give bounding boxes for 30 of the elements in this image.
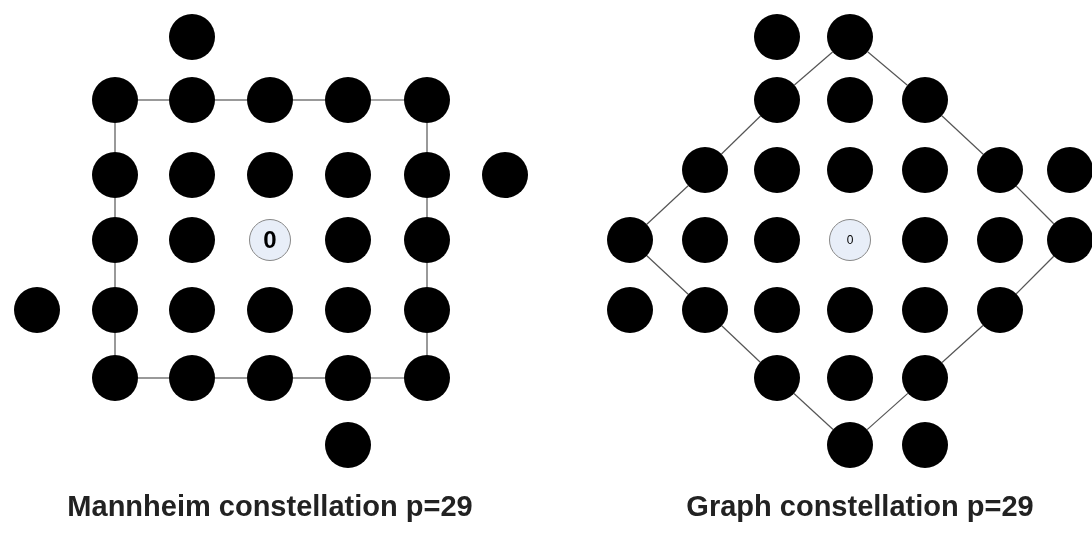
connector-line xyxy=(426,332,428,356)
connector-line xyxy=(292,377,326,379)
connector-line xyxy=(214,99,248,101)
connector-line xyxy=(137,99,170,101)
caption-text: Mannheim constellation p=29 xyxy=(67,490,473,522)
connector-line xyxy=(1015,185,1055,225)
connector-line xyxy=(114,122,116,153)
connector-line xyxy=(114,332,116,356)
connector-line xyxy=(426,122,428,153)
connector-line xyxy=(941,324,984,364)
connector-line xyxy=(1015,255,1055,295)
connector-line xyxy=(370,99,405,101)
connector-line xyxy=(646,255,689,295)
connector-line xyxy=(941,115,984,155)
connector-line xyxy=(426,197,428,218)
connector-line xyxy=(370,377,405,379)
connector-line xyxy=(793,51,834,86)
connector-line xyxy=(720,115,762,155)
connector-line xyxy=(137,377,170,379)
connector-line xyxy=(292,99,326,101)
connector-line xyxy=(793,392,834,431)
connector-line xyxy=(426,262,428,288)
connector-line xyxy=(214,377,248,379)
connector-line xyxy=(646,185,689,225)
connector-line xyxy=(721,325,761,363)
connector-line xyxy=(866,392,909,431)
connector-line xyxy=(867,51,908,86)
caption-text: Graph constellation p=29 xyxy=(686,490,1034,522)
connector-line xyxy=(114,197,116,218)
connector-line xyxy=(114,262,116,288)
